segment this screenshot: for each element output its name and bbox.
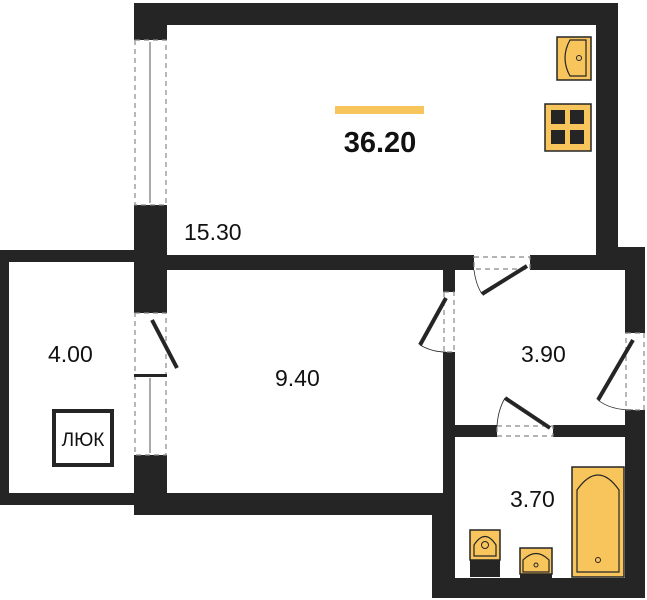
area-bathroom: 3.70 — [510, 486, 555, 512]
area-balcony: 4.00 — [48, 341, 93, 367]
total-area-accent-bar — [335, 106, 424, 114]
door-entrance — [596, 332, 645, 411]
stove-icon — [544, 103, 592, 152]
hatch-box — [52, 409, 114, 467]
balcony-door — [134, 312, 179, 456]
area-room: 9.40 — [275, 365, 320, 391]
hatch-label: ЛЮК — [62, 430, 105, 451]
door-hallway-kitchen — [473, 256, 531, 296]
door-bathroom — [496, 396, 554, 437]
walls — [0, 3, 645, 598]
door-room — [418, 291, 455, 353]
bathtub-icon — [571, 466, 625, 578]
area-kitchen-living: 15.30 — [184, 219, 242, 245]
window-kitchen — [134, 39, 167, 206]
bathroom-sink-icon — [519, 547, 553, 578]
toilet-icon — [469, 529, 501, 577]
area-hallway: 3.90 — [521, 341, 566, 367]
kitchen-sink-icon — [556, 36, 592, 81]
total-area: 36.20 — [344, 127, 417, 159]
